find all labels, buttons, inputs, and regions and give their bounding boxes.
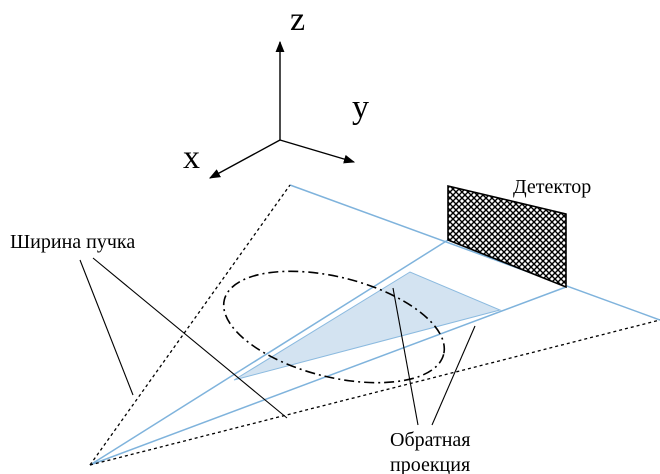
back-projection-leader-2 xyxy=(431,325,476,426)
detector-panel xyxy=(447,184,567,289)
beam-fan xyxy=(89,184,660,466)
x-axis xyxy=(209,139,281,179)
detector-label: Детектор xyxy=(513,176,591,198)
back-projection-label-line2: проекция xyxy=(390,454,470,474)
back-projection-region xyxy=(233,271,502,381)
object-ellipse xyxy=(222,270,446,384)
back-projection-label-line1: Обратная xyxy=(390,429,471,451)
beam-width-leader-2 xyxy=(92,257,288,419)
y-axis xyxy=(279,139,356,164)
beam-left-dashed-edge xyxy=(89,184,291,466)
beam-bottom-dashed-edge xyxy=(89,319,660,466)
axis-y-label: y xyxy=(352,89,369,126)
beam-width-leader-1 xyxy=(79,259,134,396)
beam-ray-2 xyxy=(89,286,567,466)
beam-width-label: Ширина пучка xyxy=(10,231,135,253)
axis-z-label: z xyxy=(290,1,305,38)
beam-ray-1 xyxy=(89,239,449,466)
back-projection-leader-1 xyxy=(392,287,419,426)
axis-x-label: x xyxy=(183,139,200,176)
coordinate-axes: z y x xyxy=(183,1,369,179)
beam-width-outline xyxy=(89,184,660,466)
beam-top-edge xyxy=(289,184,660,321)
